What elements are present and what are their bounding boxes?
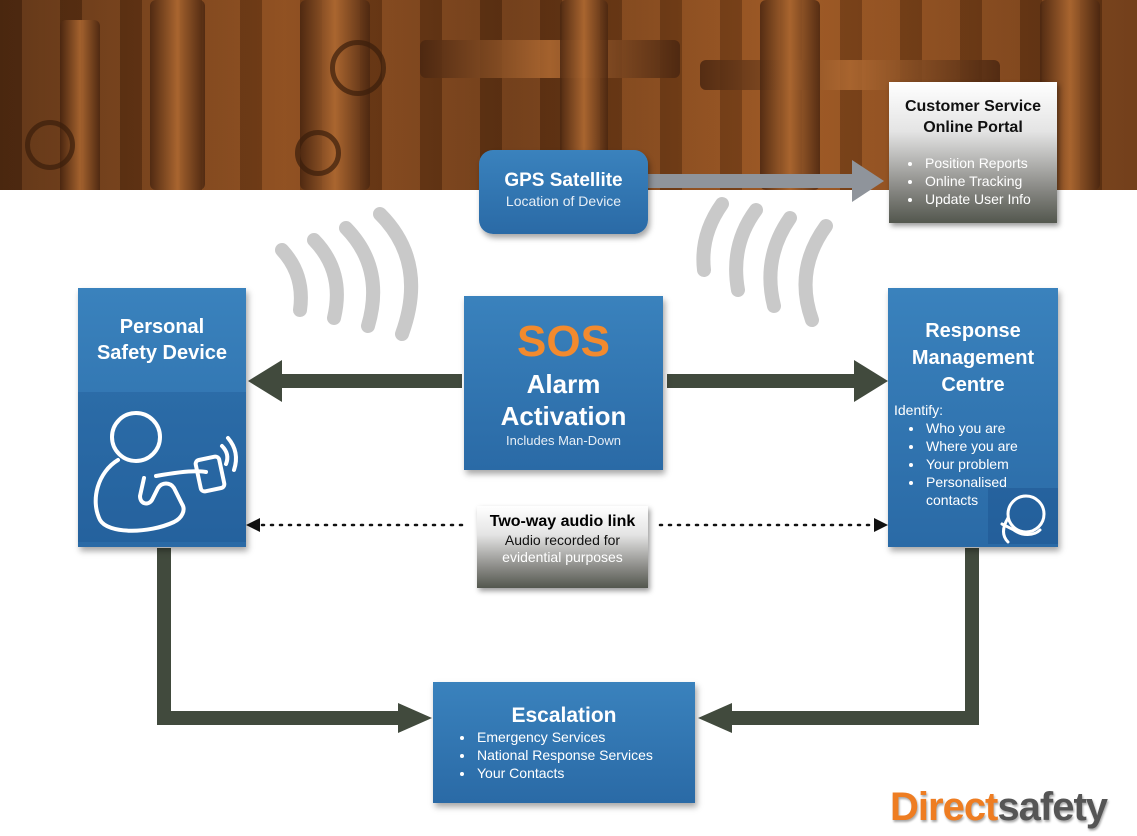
- audio-line1: Audio recorded for: [504, 532, 621, 548]
- audio-line2: evidential purposes: [502, 549, 623, 565]
- list-item: National Response Services: [475, 746, 695, 764]
- portal-feature-list: Position Reports Online Tracking Update …: [889, 154, 1057, 208]
- sos-to-rmc-arrow: [667, 360, 888, 402]
- sos-alarm-activation-box: SOS Alarm Activation Includes Man-Down: [464, 296, 663, 470]
- rmc-identify-list: Who you are Where you are Your problem P…: [888, 419, 1058, 509]
- response-management-centre-box: Response Management Centre Identify: Who…: [888, 288, 1058, 547]
- list-item: Where you are: [924, 437, 1028, 455]
- device-title-line2: Safety Device: [96, 342, 228, 364]
- escalation-list: Emergency Services National Response Ser…: [433, 728, 695, 782]
- person-with-device-icon: [78, 392, 246, 542]
- list-item: Position Reports: [923, 154, 1057, 172]
- list-item: Your problem: [924, 455, 1028, 473]
- rmc-intro: Identify:: [894, 402, 944, 418]
- wireless-waves-left-icon: [275, 207, 419, 341]
- two-way-audio-link-box: Two-way audio link Audio recorded for ev…: [477, 506, 648, 588]
- logo-part1: Direct: [890, 785, 998, 829]
- audio-title: Two-way audio link: [489, 513, 636, 530]
- device-title: Personal Safety Device: [78, 314, 246, 366]
- customer-portal-box: Customer Service Online Portal Position …: [889, 82, 1057, 223]
- operator-headset-icon: [988, 488, 1058, 544]
- portal-title-line2: Online Portal: [923, 119, 1023, 136]
- device-title-line1: Personal: [119, 316, 205, 338]
- device-to-escalation-arrow: [157, 548, 432, 733]
- gps-satellite-box: GPS Satellite Location of Device: [479, 150, 648, 234]
- rmc-title-line2: Management: [911, 347, 1035, 369]
- directsafety-logo: Directsafety: [890, 784, 1108, 830]
- audio-link-left-dotted-arrow: [246, 518, 468, 532]
- rmc-title-line1: Response: [925, 320, 1021, 342]
- audio-link-right-dotted-arrow: [658, 518, 888, 532]
- list-item: Personalised contacts: [924, 473, 1028, 509]
- list-item: Emergency Services: [475, 728, 695, 746]
- wireless-waves-right-icon: [696, 197, 833, 327]
- list-item: Your Contacts: [475, 764, 695, 782]
- sos-label: SOS: [517, 317, 610, 366]
- sos-line1: Alarm: [526, 369, 601, 399]
- logo-part2: safety: [997, 785, 1108, 829]
- list-item: Online Tracking: [923, 172, 1057, 190]
- list-item: Update User Info: [923, 190, 1057, 208]
- gps-to-portal-arrow: [648, 160, 884, 202]
- sos-line2: Activation: [500, 401, 627, 431]
- sos-to-device-arrow: [248, 360, 462, 402]
- rmc-to-escalation-arrow: [698, 548, 979, 733]
- gps-title: GPS Satellite: [504, 170, 623, 191]
- sos-note: Includes Man-Down: [506, 433, 621, 448]
- portal-title: Customer Service Online Portal: [889, 96, 1057, 138]
- list-item: Who you are: [924, 419, 1028, 437]
- portal-title-line1: Customer Service: [904, 98, 1042, 115]
- escalation-box: Escalation Emergency Services National R…: [433, 682, 695, 803]
- gps-subtitle: Location of Device: [505, 193, 622, 209]
- rmc-title-line3: Centre: [941, 374, 1005, 396]
- escalation-title: Escalation: [511, 704, 617, 727]
- personal-safety-device-box: Personal Safety Device: [78, 288, 246, 547]
- rmc-title: Response Management Centre: [888, 318, 1058, 399]
